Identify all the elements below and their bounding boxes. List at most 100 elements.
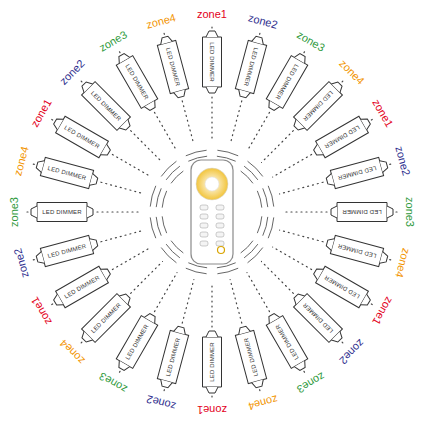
signal-wave (268, 186, 274, 207)
zone-label: zone2 (337, 337, 367, 367)
signal-wave (161, 161, 176, 176)
dimmer-box: LED DIMMER (155, 323, 191, 390)
leader-dots (390, 260, 394, 261)
zone-label: zone1 (197, 404, 227, 416)
signal-wave (241, 171, 253, 183)
remote-key (200, 205, 208, 210)
leader-dots (211, 396, 212, 400)
dimmer-box: LED DIMMER (330, 202, 394, 222)
signal-wave (162, 216, 166, 233)
signal-dots (112, 155, 151, 178)
zone-label: zone3 (8, 197, 20, 227)
dimmer-box: LED DIMMER (309, 262, 374, 311)
signal-wave (217, 150, 238, 156)
signal-dots (282, 211, 327, 212)
signal-wave (268, 217, 274, 238)
box-label: LED DIMMER (209, 42, 215, 82)
leader-dots (371, 304, 374, 306)
zone-label: zone4 (11, 145, 30, 177)
dimmer-box: LED DIMMER (262, 309, 311, 374)
signal-wave (150, 217, 156, 238)
leader-dots (24, 211, 28, 212)
remote-key (216, 205, 224, 210)
dimmer-box: LED DIMMER (233, 323, 269, 390)
dimmer-box: LED DIMMER (323, 155, 390, 191)
signal-wave (162, 191, 166, 208)
dimmer-box: LED DIMMER (155, 34, 191, 101)
leader-dots (260, 390, 261, 394)
signal-wave (171, 171, 183, 183)
dimmer-box: LED DIMMER (262, 49, 311, 114)
signal-dots (280, 182, 323, 194)
leader-dots (260, 30, 261, 34)
dimmer-box: LED DIMMER (288, 288, 347, 347)
zone-label: zone2 (145, 394, 177, 413)
zone-label: zone1 (28, 97, 53, 129)
dimmer-box: LED DIMMER (76, 288, 135, 347)
signal-wave (263, 217, 268, 236)
signal-wave (186, 150, 207, 156)
signal-dots (101, 230, 144, 242)
remote-key (216, 241, 224, 246)
remote-key (200, 232, 208, 237)
dimmer-box: LED DIMMER (202, 30, 222, 94)
leader-dots (118, 49, 120, 52)
signal-dots (280, 230, 323, 242)
signal-wave (248, 248, 263, 263)
zone-label: zone3 (97, 28, 129, 53)
signal-dots (131, 131, 163, 163)
leader-dots (304, 371, 306, 374)
zone-label: zone2 (247, 11, 279, 30)
signal-dots (273, 155, 312, 178)
signal-dots (273, 247, 312, 270)
zone-label: zone4 (57, 337, 87, 367)
signal-wave (150, 186, 156, 207)
signal-dots (247, 112, 270, 151)
signal-dots (182, 101, 194, 144)
zone-label: zone2 (394, 145, 413, 177)
leader-dots (30, 260, 34, 261)
signal-dots (230, 101, 242, 144)
leader-dots (30, 163, 34, 164)
signal-wave (257, 191, 261, 208)
signal-wave (217, 268, 238, 274)
leader-dots (118, 371, 120, 374)
remote-key (200, 214, 208, 219)
zone-label: zone4 (247, 394, 279, 413)
dimmer-box: LED DIMMER (30, 202, 94, 222)
dimmer-box: LED DIMMER (112, 49, 161, 114)
zone-label: zone1 (371, 295, 396, 327)
zone-label: zone4 (394, 247, 413, 279)
signal-dots (155, 112, 178, 151)
signal-wave (241, 241, 253, 253)
dimmer-box: LED DIMMER (202, 330, 222, 394)
signal-wave (257, 216, 261, 233)
zone-label: zone3 (404, 197, 416, 227)
signal-dots (211, 282, 212, 327)
signal-dots (155, 273, 178, 312)
dimmer-box: LED DIMMER (34, 155, 101, 191)
leader-dots (49, 118, 52, 120)
dimmer-box: LED DIMMER (49, 262, 114, 311)
zone-label: zone2 (57, 57, 87, 87)
leader-dots (304, 49, 306, 52)
leader-dots (79, 342, 82, 345)
signal-dots (131, 261, 163, 293)
dimmer-box: LED DIMMER (288, 76, 347, 135)
signal-wave (263, 188, 268, 207)
leader-dots (396, 211, 400, 212)
dimmer-box: LED DIMMER (309, 112, 374, 161)
remote-key (216, 214, 224, 219)
remote-key (216, 232, 224, 237)
zone-label: zone4 (145, 11, 177, 30)
zone-label: zone3 (295, 371, 327, 396)
remote-key (216, 223, 224, 228)
signal-dots (261, 131, 293, 163)
dimmer-box: LED DIMMER (112, 309, 161, 374)
zone-label: zone1 (197, 8, 227, 20)
signal-wave (161, 248, 176, 263)
leader-dots (211, 24, 212, 28)
signal-dots (211, 97, 212, 142)
signal-dots (101, 182, 144, 194)
